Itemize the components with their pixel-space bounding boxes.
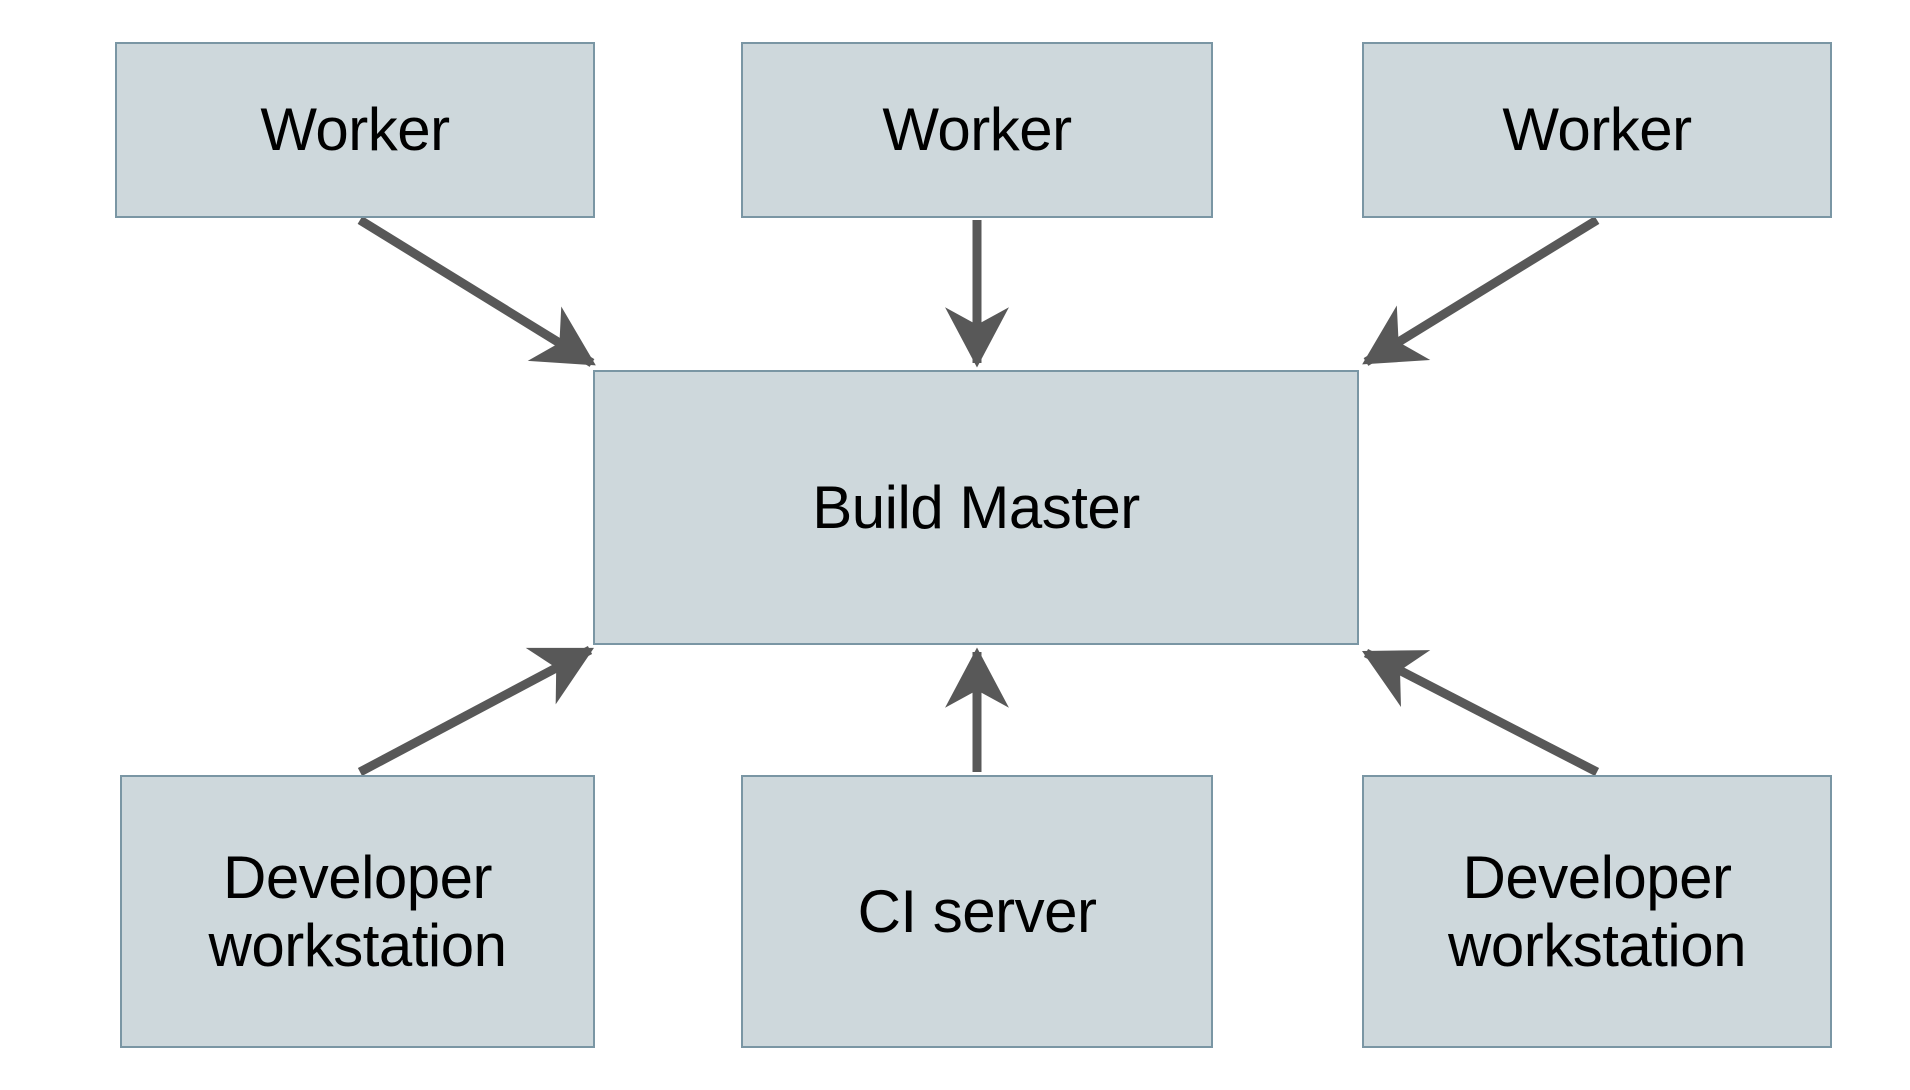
node-developer-workstation-right[interactable]: Developer workstation [1362,775,1832,1048]
node-worker-1-label: Worker [260,96,450,164]
edge-dev-left-to-build-master [357,646,594,776]
node-worker-3-label: Worker [1502,96,1692,164]
node-build-master-label: Build Master [812,473,1140,541]
node-ci-server[interactable]: CI server [741,775,1213,1048]
node-worker-2[interactable]: Worker [741,42,1213,218]
node-developer-workstation-left-label: Developer workstation [208,844,507,979]
node-developer-workstation-right-label: Developer workstation [1448,844,1746,979]
node-build-master[interactable]: Build Master [593,370,1359,645]
node-developer-workstation-left[interactable]: Developer workstation [120,775,595,1048]
edge-dev-right-to-build-master [1361,648,1600,777]
node-ci-server-label: CI server [857,877,1097,945]
edge-worker-1-to-build-master [357,216,596,367]
edge-worker-3-to-build-master [1362,216,1600,366]
node-worker-2-label: Worker [882,96,1072,164]
node-worker-1[interactable]: Worker [115,42,595,218]
node-worker-3[interactable]: Worker [1362,42,1832,218]
